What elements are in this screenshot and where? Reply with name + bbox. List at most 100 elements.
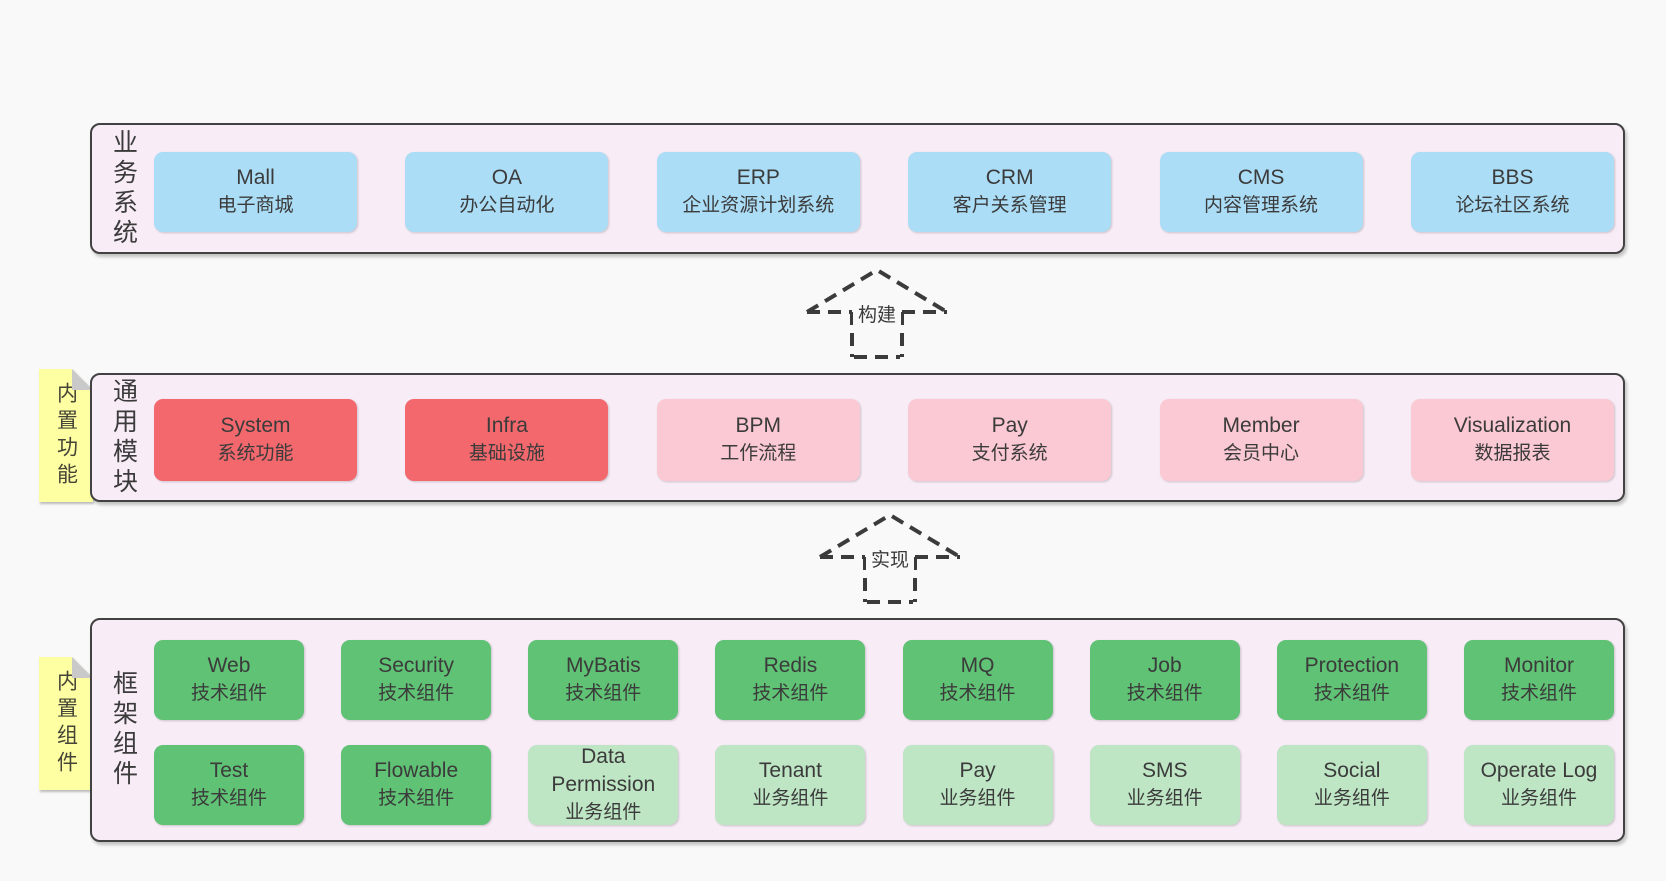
up-arrow-dashed-icon (818, 512, 962, 604)
box-title: OA (491, 166, 523, 189)
box-title: Tenant (758, 759, 822, 782)
box-subtitle: 会员中心 (1223, 443, 1300, 464)
box-title: BBS (1491, 166, 1534, 189)
box-tenant: Tenant 业务组件 (715, 745, 866, 825)
section-framework-components: 框架组件 Web 技术组件 Security 技术组件 MyBatis 技术组件… (90, 618, 1625, 842)
box-title: Member (1222, 414, 1300, 437)
box-title: Pay (991, 414, 1028, 437)
box-oa: OA 办公自动化 (405, 152, 609, 232)
box-subtitle: 论坛社区系统 (1455, 195, 1570, 216)
box-subtitle: 业务组件 (1126, 788, 1203, 809)
section-common-modules: 通用模块 System 系统功能 Infra 基础设施 BPM 工作流程 Pay… (90, 373, 1625, 502)
box-test: Test 技术组件 (154, 745, 304, 825)
box-subtitle: 支付系统 (971, 443, 1048, 464)
box-bbs: BBS 论坛社区系统 (1410, 152, 1614, 232)
box-subtitle: 技术组件 (190, 788, 267, 809)
box-subtitle: 业务组件 (752, 788, 829, 809)
box-subtitle: 业务组件 (1313, 788, 1390, 809)
build-arrow-icon: 构建 (802, 262, 952, 362)
box-title: MQ (960, 654, 995, 677)
box-title: Data Permission (551, 745, 656, 796)
box-mq: MQ 技术组件 (902, 640, 1053, 720)
box-title: System (220, 414, 291, 437)
box-infra: Infra 基础设施 (405, 399, 609, 481)
box-protection: Protection 技术组件 (1276, 640, 1427, 720)
box-title: Web (207, 654, 251, 677)
box-title: CMS (1237, 166, 1285, 189)
up-arrow-dashed-icon (805, 267, 949, 359)
section-label-text: 业务系统 (109, 128, 138, 249)
box-title: Security (378, 654, 455, 677)
box-social: Social 业务组件 (1276, 745, 1427, 825)
box-title: MyBatis (565, 654, 641, 677)
sticky-note-text: 内置功能 (54, 381, 78, 490)
box-bpm: BPM 工作流程 (656, 399, 860, 481)
box-title: Pay (959, 759, 996, 782)
box-subtitle: 技术组件 (1500, 683, 1577, 704)
arrow-label-build: 构建 (853, 302, 901, 330)
box-subtitle: 技术组件 (1126, 683, 1203, 704)
box-title: CRM (985, 166, 1034, 189)
box-title: ERP (736, 166, 780, 189)
box-subtitle: 数据报表 (1474, 443, 1551, 464)
box-subtitle: 技术组件 (939, 683, 1016, 704)
box-web: Web 技术组件 (154, 640, 304, 720)
box-title: SMS (1141, 759, 1188, 782)
box-subtitle: 业务组件 (1500, 788, 1577, 809)
box-flowable: Flowable 技术组件 (341, 745, 492, 825)
sticky-note-built-in-functions: 内置功能 (39, 369, 93, 502)
box-subtitle: 工作流程 (720, 443, 797, 464)
box-title: Infra (485, 414, 528, 437)
box-cms: CMS 内容管理系统 (1159, 152, 1363, 232)
box-subtitle: 内容管理系统 (1204, 195, 1319, 216)
implement-arrow-icon: 实现 (815, 507, 965, 607)
section-label-common: 通用模块 (92, 375, 154, 500)
box-redis: Redis 技术组件 (715, 640, 866, 720)
section-label-text: 框架组件 (109, 670, 138, 790)
sticky-note-built-in-components: 内置组件 (39, 657, 93, 790)
box-data-permission: Data Permission 业务组件 (528, 745, 679, 825)
box-visualization: Visualization 数据报表 (1410, 399, 1614, 481)
box-subtitle: 业务组件 (939, 788, 1016, 809)
box-title: Job (1147, 654, 1182, 677)
box-member: Member 会员中心 (1159, 399, 1363, 481)
sticky-note-paper: 内置组件 (39, 657, 93, 790)
box-subtitle: 基础设施 (468, 443, 545, 464)
box-mybatis: MyBatis 技术组件 (528, 640, 679, 720)
box-subtitle: 技术组件 (752, 683, 829, 704)
box-title: Operate Log (1480, 759, 1598, 782)
box-system: System 系统功能 (154, 399, 357, 481)
arrow-label-implement: 实现 (866, 547, 914, 575)
box-subtitle: 技术组件 (190, 683, 267, 704)
box-subtitle: 技术组件 (378, 683, 455, 704)
sticky-note-text: 内置组件 (54, 669, 78, 778)
box-subtitle: 办公自动化 (459, 195, 555, 216)
box-job: Job 技术组件 (1089, 640, 1240, 720)
box-mall: Mall 电子商城 (154, 152, 357, 232)
section-label-business: 业务系统 (92, 125, 154, 252)
box-title: Flowable (374, 759, 459, 782)
sticky-note-paper: 内置功能 (39, 369, 93, 502)
box-title: Social (1323, 759, 1381, 782)
box-crm: CRM 客户关系管理 (908, 152, 1112, 232)
box-title: BPM (735, 414, 782, 437)
box-erp: ERP 企业资源计划系统 (656, 152, 860, 232)
box-sms: SMS 业务组件 (1089, 745, 1240, 825)
box-operate-log: Operate Log 业务组件 (1463, 745, 1614, 825)
box-title: Redis (763, 654, 818, 677)
section-business-systems: 业务系统 Mall 电子商城 OA 办公自动化 ERP 企业资源计划系统 CRM… (90, 123, 1625, 254)
box-subtitle: 企业资源计划系统 (682, 195, 835, 216)
box-title: Visualization (1453, 414, 1572, 437)
box-pay: Pay 支付系统 (908, 399, 1112, 481)
box-subtitle: 技术组件 (565, 683, 642, 704)
box-pay-biz: Pay 业务组件 (902, 745, 1053, 825)
box-monitor: Monitor 技术组件 (1463, 640, 1614, 720)
section-label-framework: 框架组件 (92, 620, 154, 840)
box-subtitle: 技术组件 (378, 788, 455, 809)
box-title: Protection (1304, 654, 1400, 677)
box-subtitle: 系统功能 (217, 443, 294, 464)
box-subtitle: 客户关系管理 (952, 195, 1067, 216)
section-label-text: 通用模块 (109, 377, 138, 498)
box-subtitle: 技术组件 (1313, 683, 1390, 704)
